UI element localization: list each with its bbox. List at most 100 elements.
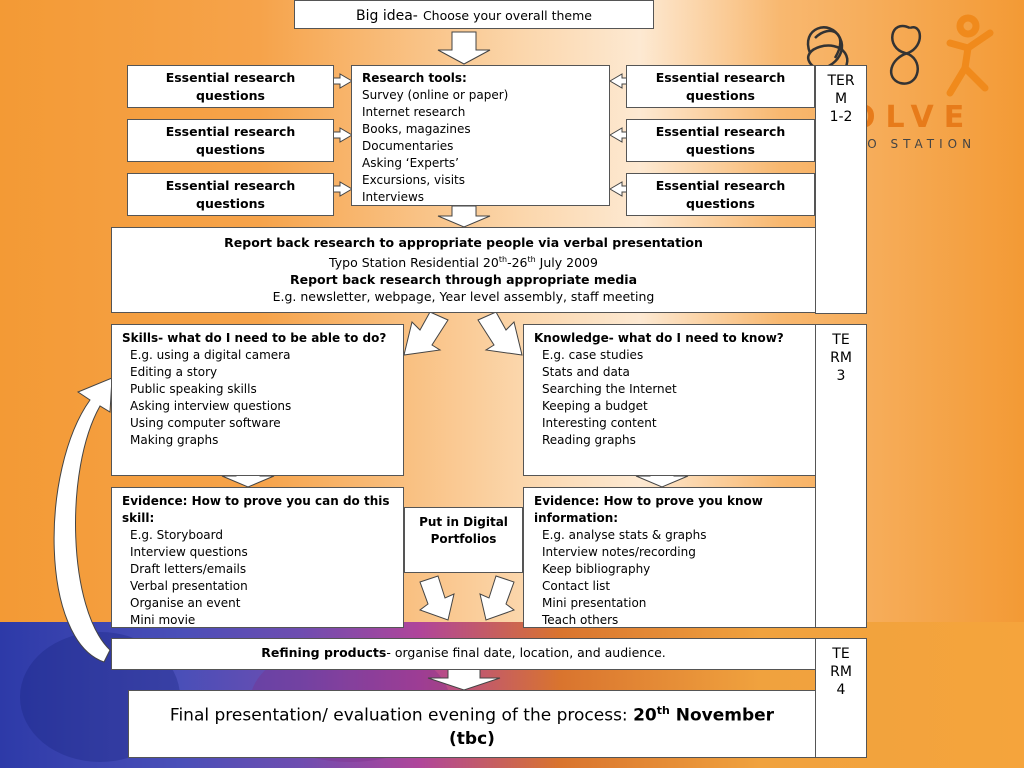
skills-heading: Skills- what do I need to be able to do?: [122, 330, 393, 347]
evidence-skill-item: E.g. Storyboard: [122, 527, 393, 544]
knowledge-box: Knowledge- what do I need to know? E.g. …: [523, 324, 816, 476]
report-date-text: July 2009: [536, 255, 598, 270]
term-text: 1-2: [816, 108, 866, 126]
erq-label: questions: [196, 196, 265, 211]
refining-rest: - organise final date, location, and aud…: [386, 645, 665, 660]
research-tools-heading: Research tools:: [362, 70, 599, 87]
evidence-skill-item: Interview questions: [122, 544, 393, 561]
research-tools-box: Research tools: Survey (online or paper)…: [351, 65, 610, 206]
term-text: 4: [816, 681, 866, 699]
diagonal-arrow: [404, 312, 448, 355]
erq-label: Essential research: [656, 124, 786, 139]
erq-box-right-3: Essential research questions: [626, 173, 815, 216]
big-idea-subtitle: Choose your overall theme: [423, 8, 592, 23]
report-back-line1: Report back research to appropriate peop…: [112, 234, 815, 251]
erq-box-right-2: Essential research questions: [626, 119, 815, 162]
evidence-skill-item: Verbal presentation: [122, 578, 393, 595]
research-tool-item: Books, magazines: [362, 121, 599, 138]
knowledge-item: Interesting content: [534, 415, 805, 432]
evidence-skill-item: Organise an event: [122, 595, 393, 612]
report-back-box: Report back research to appropriate peop…: [111, 227, 816, 313]
evidence-knowledge-heading: Evidence: How to prove you know informat…: [534, 493, 805, 527]
evidence-skills-box: Evidence: How to prove you can do this s…: [111, 487, 404, 628]
erq-label: Essential research: [166, 70, 296, 85]
knowledge-item: Reading graphs: [534, 432, 805, 449]
knowledge-item: E.g. case studies: [534, 347, 805, 364]
term-1-2-label: TER M 1-2: [815, 65, 867, 314]
term-text: TE: [816, 645, 866, 663]
final-prefix: Final presentation/ evaluation evening o…: [170, 706, 633, 726]
evidence-knowledge-item: Interview notes/recording: [534, 544, 805, 561]
research-tool-item: Survey (online or paper): [362, 87, 599, 104]
knowledge-item: Keeping a budget: [534, 398, 805, 415]
skill-item: Public speaking skills: [122, 381, 393, 398]
final-date-sup: th: [657, 704, 670, 717]
erq-label: Essential research: [166, 124, 296, 139]
term-3-label: TE RM 3: [815, 324, 867, 628]
term-text: TE: [816, 331, 866, 349]
evidence-knowledge-item: Contact list: [534, 578, 805, 595]
research-tool-item: Interviews: [362, 189, 599, 206]
term-text: RM: [816, 663, 866, 681]
evidence-knowledge-item: Mini presentation: [534, 595, 805, 612]
skill-item: E.g. using a digital camera: [122, 347, 393, 364]
term-4-label: TE RM 4: [815, 638, 867, 758]
evidence-knowledge-box: Evidence: How to prove you know informat…: [523, 487, 816, 628]
research-tool-item: Internet research: [362, 104, 599, 121]
erq-box-left-3: Essential research questions: [127, 173, 334, 216]
term-text: 3: [816, 367, 866, 385]
logo-text: OLVE: [850, 100, 974, 135]
term-text: RM: [816, 349, 866, 367]
diagonal-arrow: [478, 312, 522, 355]
erq-label: Essential research: [166, 178, 296, 193]
diagonal-arrow: [420, 576, 454, 620]
evidence-knowledge-item: E.g. analyse stats & graphs: [534, 527, 805, 544]
knowledge-item: Stats and data: [534, 364, 805, 381]
term-text: TER: [816, 72, 866, 90]
term-text: M: [816, 90, 866, 108]
evidence-skills-heading: Evidence: How to prove you can do this s…: [122, 493, 393, 527]
report-back-line2: Typo Station Residential 20th-26th July …: [112, 251, 815, 271]
skill-item: Using computer software: [122, 415, 393, 432]
erq-label: Essential research: [656, 178, 786, 193]
evidence-knowledge-item: Keep bibliography: [534, 561, 805, 578]
report-date-sup: th: [499, 255, 507, 264]
research-tool-item: Asking ‘Experts’: [362, 155, 599, 172]
final-presentation-box: Final presentation/ evaluation evening o…: [128, 690, 816, 758]
evidence-skill-item: Mini movie: [122, 612, 393, 629]
erq-label: questions: [196, 142, 265, 157]
final-date: 20: [633, 706, 657, 726]
diagonal-arrow: [480, 576, 514, 620]
big-idea-title: Big idea-: [356, 8, 418, 24]
erq-box-left-1: Essential research questions: [127, 65, 334, 108]
erq-label: questions: [686, 196, 755, 211]
skills-box: Skills- what do I need to be able to do?…: [111, 324, 404, 476]
digital-portfolios-text: Put in Digital Portfolios: [413, 514, 514, 548]
knowledge-heading: Knowledge- what do I need to know?: [534, 330, 805, 347]
report-back-line4: E.g. newsletter, webpage, Year level ass…: [112, 288, 815, 305]
skill-item: Editing a story: [122, 364, 393, 381]
skill-item: Asking interview questions: [122, 398, 393, 415]
erq-label: questions: [196, 88, 265, 103]
erq-box-left-2: Essential research questions: [127, 119, 334, 162]
skill-item: Making graphs: [122, 432, 393, 449]
research-tool-item: Documentaries: [362, 138, 599, 155]
erq-label: questions: [686, 142, 755, 157]
logo-subtext: PO STATION: [855, 137, 976, 151]
report-date-text: -26: [507, 255, 527, 270]
report-back-line3: Report back research through appropriate…: [112, 271, 815, 288]
erq-label: Essential research: [656, 70, 786, 85]
digital-portfolios-box: Put in Digital Portfolios: [404, 507, 523, 573]
refining-box: Refining products- organise final date, …: [111, 638, 816, 670]
evidence-skill-item: Draft letters/emails: [122, 561, 393, 578]
down-arrow: [438, 206, 490, 227]
loop-arrow: [54, 378, 112, 662]
report-date-sup: th: [527, 255, 535, 264]
report-date-text: Typo Station Residential 20: [329, 255, 499, 270]
down-arrow: [438, 32, 490, 64]
research-tool-item: Excursions, visits: [362, 172, 599, 189]
evidence-knowledge-item: Teach others: [534, 612, 805, 629]
big-idea-box: Big idea- Choose your overall theme: [294, 0, 654, 29]
refining-bold: Refining products: [261, 645, 386, 660]
